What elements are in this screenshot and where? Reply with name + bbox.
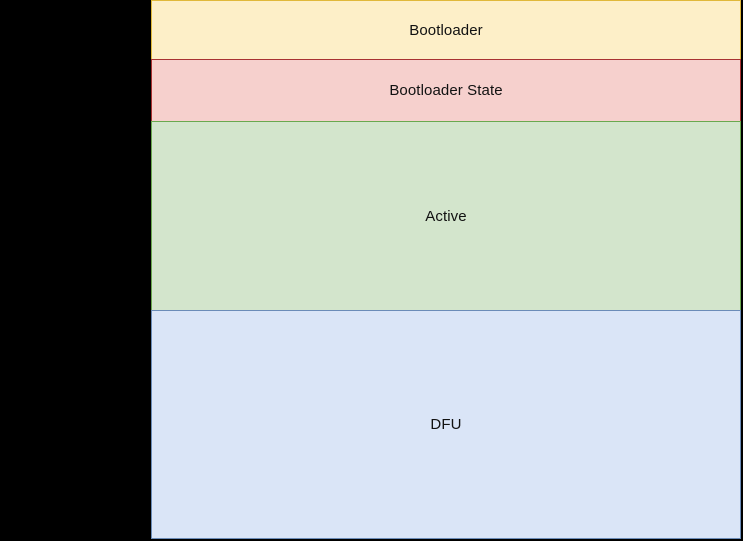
- memory-band-stack: Bootloader Bootloader State Active DFU: [151, 0, 743, 541]
- band-dfu-label: DFU: [430, 416, 462, 433]
- band-bootloader-label: Bootloader: [409, 21, 483, 39]
- band-bootloader-state-label: Bootloader State: [389, 82, 503, 99]
- band-bootloader-state[interactable]: Bootloader State: [151, 59, 741, 122]
- band-bootloader[interactable]: Bootloader: [151, 0, 741, 60]
- band-active-label: Active: [425, 207, 467, 225]
- band-dfu[interactable]: DFU: [151, 310, 741, 539]
- left-gutter: [0, 0, 151, 541]
- band-active[interactable]: Active: [151, 121, 741, 311]
